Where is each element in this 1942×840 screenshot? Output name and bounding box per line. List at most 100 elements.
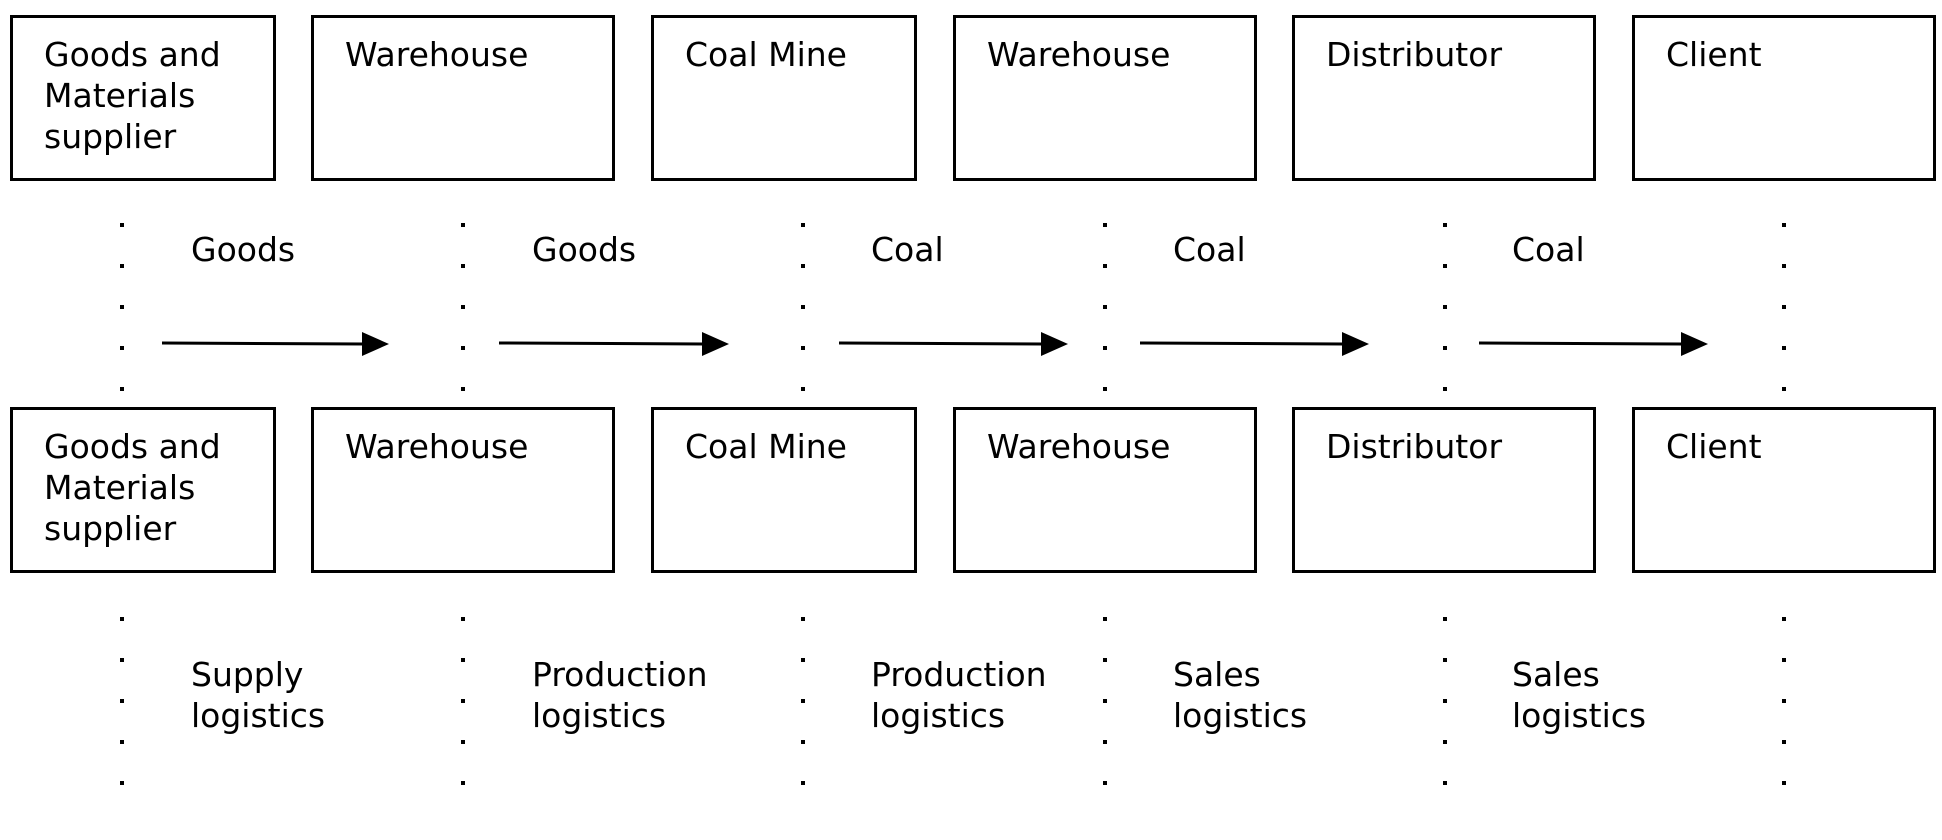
logistics-label-production-2: Production logistics — [871, 655, 1047, 735]
node-label: Warehouse — [345, 35, 529, 74]
separator-dot — [1782, 264, 1786, 268]
separator-dot — [461, 346, 465, 350]
separator-dot — [120, 346, 124, 350]
separator-dot — [120, 264, 124, 268]
separator-dot — [461, 781, 465, 785]
separator-dot — [801, 658, 805, 662]
separator-dot — [1782, 223, 1786, 227]
node-label: Distributor — [1326, 427, 1503, 466]
separator-dot — [801, 617, 805, 621]
separator-dot — [1443, 305, 1447, 309]
top-node-coal-mine: Coal Mine — [651, 15, 917, 181]
separator-dot — [1443, 387, 1447, 391]
separator-dot — [1103, 740, 1107, 744]
separator-dot — [801, 223, 805, 227]
separator-dot — [461, 223, 465, 227]
arrow-warehouse-to-coal-mine — [498, 332, 729, 356]
node-label: Goods and Materials supplier — [44, 427, 221, 548]
logistics-label-production-1: Production logistics — [532, 655, 708, 735]
bottom-node-coal-mine: Coal Mine — [651, 407, 917, 573]
top-node-goods-materials-supplier: Goods and Materials supplier — [10, 15, 276, 181]
separator-dot — [1103, 781, 1107, 785]
separator-dot — [1443, 223, 1447, 227]
separator-dot — [120, 699, 124, 703]
node-label: Distributor — [1326, 35, 1503, 74]
separator-dot — [461, 699, 465, 703]
node-label: Goods and Materials supplier — [44, 35, 221, 156]
bottom-node-distributor: Distributor — [1292, 407, 1596, 573]
separator-dot — [1443, 346, 1447, 350]
separator-dot — [801, 781, 805, 785]
separator-dot — [1443, 781, 1447, 785]
node-label: Coal Mine — [685, 35, 847, 74]
separator-dot — [1103, 658, 1107, 662]
logistics-label-sales-1: Sales logistics — [1173, 655, 1308, 735]
bottom-node-warehouse-2: Warehouse — [953, 407, 1257, 573]
separator-dot — [801, 699, 805, 703]
separator-dot — [1103, 387, 1107, 391]
separator-dot — [461, 305, 465, 309]
node-label: Client — [1666, 427, 1762, 466]
separator-dot — [1103, 264, 1107, 268]
separator-dot — [1103, 699, 1107, 703]
separator-dot — [1443, 740, 1447, 744]
flow-label-coal-3: Coal — [1512, 230, 1585, 269]
separator-dot — [120, 305, 124, 309]
separator-dot — [1782, 387, 1786, 391]
flow-label-coal-1: Coal — [871, 230, 944, 269]
separator-dot — [801, 387, 805, 391]
separator-dot — [120, 223, 124, 227]
node-label: Coal Mine — [685, 427, 847, 466]
separator-dot — [461, 658, 465, 662]
separator-dot — [1103, 223, 1107, 227]
logistics-label-supply: Supply logistics — [191, 655, 326, 735]
separator-dot — [120, 781, 124, 785]
separator-dot — [1782, 699, 1786, 703]
separator-dot — [1782, 740, 1786, 744]
separator-dot — [461, 617, 465, 621]
separator-dot — [461, 264, 465, 268]
arrow-coal-mine-to-warehouse — [838, 332, 1068, 356]
separator-dot — [801, 305, 805, 309]
arrow-warehouse-to-distributor — [1139, 332, 1369, 356]
separator-dot — [461, 387, 465, 391]
bottom-node-client: Client — [1632, 407, 1936, 573]
top-node-warehouse-2: Warehouse — [953, 15, 1257, 181]
flow-label-coal-2: Coal — [1173, 230, 1246, 269]
bottom-node-warehouse-1: Warehouse — [311, 407, 615, 573]
node-label: Warehouse — [987, 35, 1171, 74]
flow-label-goods-1: Goods — [191, 230, 296, 269]
separator-dot — [120, 658, 124, 662]
node-label: Warehouse — [987, 427, 1171, 466]
separator-dot — [1443, 658, 1447, 662]
separator-dot — [1782, 658, 1786, 662]
flow-label-goods-2: Goods — [532, 230, 637, 269]
separator-dot — [1443, 264, 1447, 268]
separator-dot — [1782, 617, 1786, 621]
separator-dot — [120, 387, 124, 391]
separator-dot — [120, 617, 124, 621]
separator-dot — [120, 740, 124, 744]
separator-dot — [801, 264, 805, 268]
top-node-warehouse-1: Warehouse — [311, 15, 615, 181]
top-node-client: Client — [1632, 15, 1936, 181]
separator-dot — [1103, 346, 1107, 350]
arrow-distributor-to-client — [1478, 332, 1708, 356]
separator-dot — [461, 740, 465, 744]
separator-dot — [1443, 699, 1447, 703]
separator-dot — [1782, 346, 1786, 350]
bottom-node-goods-materials-supplier: Goods and Materials supplier — [10, 407, 276, 573]
separator-dot — [1103, 617, 1107, 621]
arrow-supplier-to-warehouse — [161, 332, 389, 356]
separator-dot — [801, 740, 805, 744]
separator-dot — [1443, 617, 1447, 621]
separator-dot — [1782, 305, 1786, 309]
separator-dot — [1103, 305, 1107, 309]
separator-dot — [801, 346, 805, 350]
node-label: Warehouse — [345, 427, 529, 466]
node-label: Client — [1666, 35, 1762, 74]
top-node-distributor: Distributor — [1292, 15, 1596, 181]
logistics-label-sales-2: Sales logistics — [1512, 655, 1647, 735]
separator-dot — [1782, 781, 1786, 785]
